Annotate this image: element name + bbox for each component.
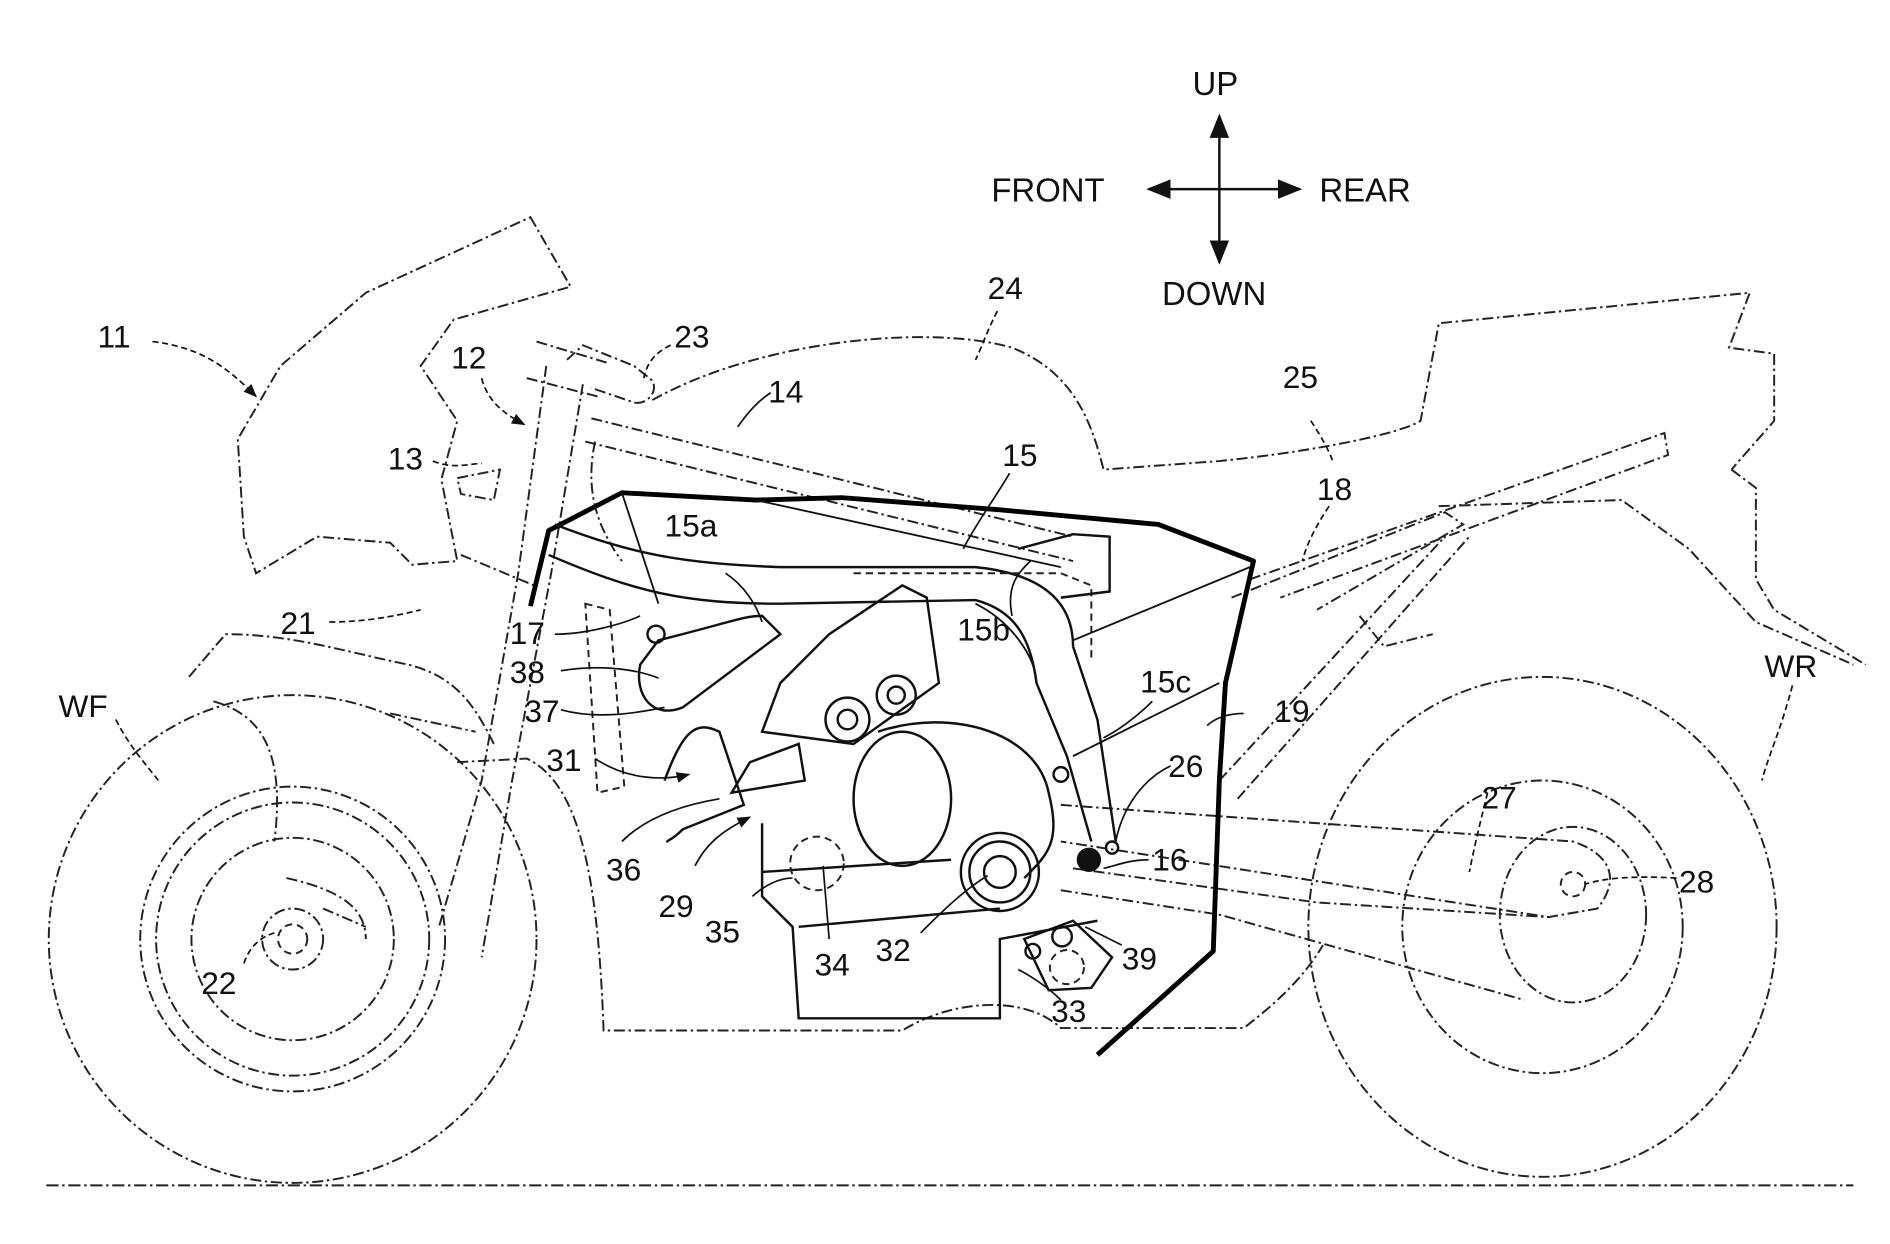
label-16: 16 bbox=[1152, 842, 1187, 878]
handlebar bbox=[566, 344, 655, 404]
label-18: 18 bbox=[1317, 471, 1352, 507]
label-26: 26 bbox=[1168, 748, 1203, 784]
rear-subframe bbox=[1218, 535, 1471, 800]
front-fender bbox=[188, 633, 495, 745]
label-24: 24 bbox=[988, 270, 1023, 306]
pivot-16 bbox=[1076, 847, 1102, 872]
label-13: 13 bbox=[388, 441, 423, 477]
label-21: 21 bbox=[280, 605, 315, 641]
direction-up-label: UP bbox=[1193, 65, 1239, 102]
label-12: 12 bbox=[451, 339, 486, 375]
label-15c: 15c bbox=[1140, 664, 1191, 700]
leader-lines bbox=[115, 310, 1794, 1001]
front-fender-lower bbox=[213, 700, 279, 842]
rear-axle bbox=[1559, 870, 1587, 898]
label-29: 29 bbox=[658, 888, 693, 924]
top-component bbox=[1017, 532, 1111, 599]
label-28: 28 bbox=[1679, 864, 1714, 900]
engine-assembly bbox=[584, 584, 1120, 1020]
rear-cowl-inner bbox=[1438, 499, 1854, 666]
label-25: 25 bbox=[1283, 359, 1318, 395]
label-32: 32 bbox=[875, 932, 910, 968]
label-27: 27 bbox=[1482, 780, 1517, 816]
swing-arm bbox=[1060, 803, 1612, 1001]
front-wheel bbox=[47, 694, 538, 1184]
direction-rear-label: REAR bbox=[1319, 171, 1410, 208]
rear-cowl bbox=[1730, 468, 1867, 666]
front-cowl bbox=[236, 215, 573, 575]
direction-down-label: DOWN bbox=[1162, 275, 1266, 312]
fuel-tank bbox=[651, 291, 1776, 471]
frame-15b-15c bbox=[975, 566, 1251, 842]
under-cowl bbox=[457, 757, 1324, 1032]
label-22: 22 bbox=[201, 965, 236, 1001]
label-11: 11 bbox=[98, 319, 131, 355]
front-fork bbox=[286, 340, 610, 958]
label-wr: WR bbox=[1764, 648, 1817, 684]
direction-front-label: FRONT bbox=[991, 171, 1104, 208]
label-wf: WF bbox=[59, 688, 108, 724]
label-39: 39 bbox=[1122, 941, 1157, 977]
component-box bbox=[853, 572, 1093, 659]
mirror-bracket bbox=[456, 468, 502, 502]
label-15a: 15a bbox=[665, 508, 718, 544]
seat-rail bbox=[1231, 431, 1670, 611]
direction-indicator: UP DOWN FRONT REAR bbox=[991, 65, 1410, 312]
label-17: 17 bbox=[510, 615, 545, 651]
label-15: 15 bbox=[1002, 437, 1037, 473]
label-14: 14 bbox=[768, 374, 803, 410]
label-19: 19 bbox=[1274, 693, 1309, 729]
label-35: 35 bbox=[705, 914, 740, 950]
frame-15a bbox=[548, 492, 1075, 684]
rear-wheel bbox=[1307, 675, 1778, 1178]
label-38: 38 bbox=[510, 654, 545, 690]
label-34: 34 bbox=[815, 947, 850, 983]
reference-labels: 11 12 13 14 15 15a 15b 15c 16 17 18 19 2… bbox=[59, 270, 1818, 1029]
label-31: 31 bbox=[546, 742, 581, 778]
label-15b: 15b bbox=[957, 611, 1010, 647]
label-33: 33 bbox=[1051, 993, 1086, 1029]
label-36: 36 bbox=[606, 852, 641, 888]
label-37: 37 bbox=[524, 693, 559, 729]
label-23: 23 bbox=[674, 319, 709, 355]
frame-cover-outline bbox=[528, 490, 1256, 1057]
